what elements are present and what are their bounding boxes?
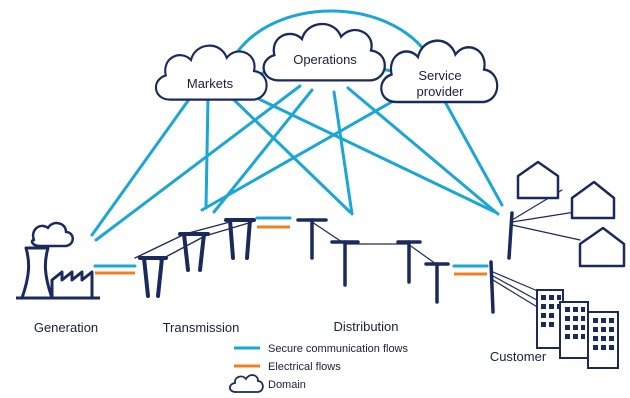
- domain-markets-label: Markets: [187, 76, 234, 91]
- comm-operations-customer: [346, 86, 500, 216]
- cloud-icon: [228, 374, 264, 393]
- section-generation: Generation: [34, 320, 98, 335]
- comm-markets-distribution: [228, 94, 352, 214]
- comm-operations-transmission: [212, 88, 314, 214]
- domain-service-label-1: Service: [418, 68, 461, 83]
- section-distribution: Distribution: [333, 319, 398, 334]
- legend: Secure communication flows Electrical fl…: [228, 343, 409, 393]
- domain-service-label-2: provider: [417, 84, 465, 99]
- comm-service-transmission: [200, 94, 404, 212]
- distribution-poles: [296, 218, 450, 304]
- house-icons: [516, 160, 626, 268]
- building-icons: [536, 289, 619, 369]
- comm-arc: [230, 9, 432, 62]
- comm-markets-transmission: [204, 96, 210, 210]
- comm-operations-distribution: [332, 90, 354, 216]
- power-plant-icon: [16, 221, 100, 300]
- communication-flows: [90, 9, 504, 268]
- house-icon: [578, 226, 626, 268]
- transmission-towers: [134, 218, 256, 298]
- section-transmission: Transmission: [163, 320, 240, 335]
- house-icon: [570, 180, 616, 220]
- legend-elec-label: Electrical flows: [268, 361, 341, 373]
- comm-markets-customer: [238, 88, 497, 214]
- domain-markets: Markets: [154, 44, 268, 101]
- comm-operations-generation: [94, 84, 302, 242]
- comm-service-customer: [442, 98, 504, 207]
- domain-operations-label: Operations: [293, 52, 357, 67]
- domain-operations: Operations: [262, 22, 386, 82]
- legend-comm-label: Secure communication flows: [268, 343, 409, 355]
- domain-service-provider: Service provider: [380, 39, 499, 104]
- legend-domain-label: Domain: [268, 379, 306, 391]
- house-icon: [516, 160, 560, 200]
- electrical-flows: [95, 225, 487, 276]
- section-customer: Customer: [490, 349, 547, 364]
- comm-markets-generation: [90, 96, 192, 237]
